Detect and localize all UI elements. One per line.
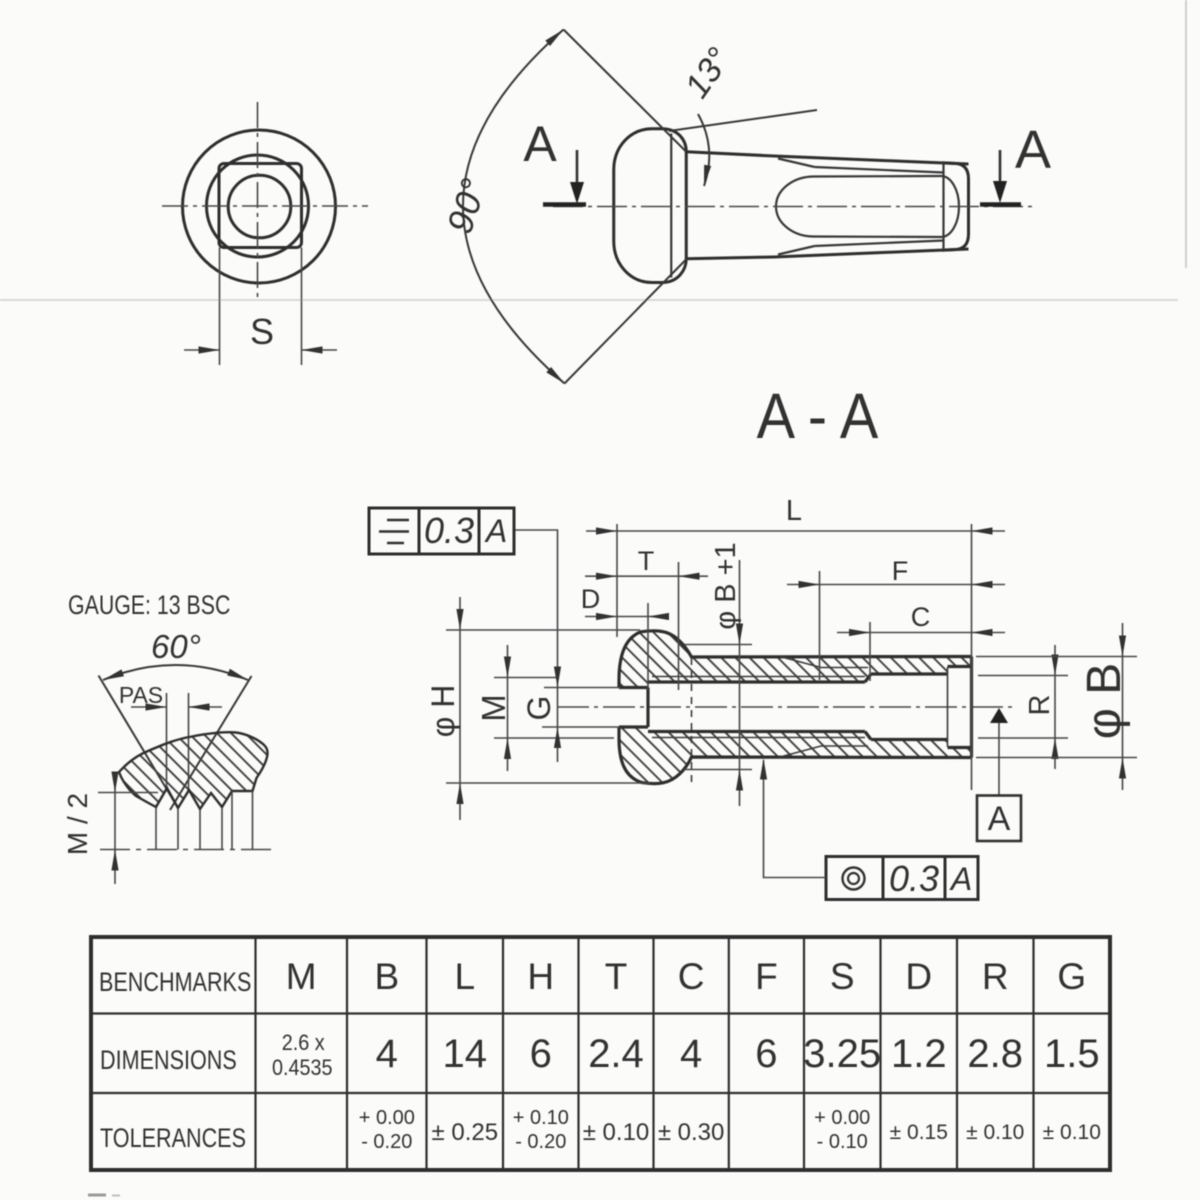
svg-text:A: A	[484, 513, 507, 549]
svg-text:F: F	[755, 956, 778, 997]
svg-text:φ H: φ H	[425, 685, 461, 738]
svg-text:6: 6	[530, 1032, 552, 1076]
svg-text:+ 0.10: + 0.10	[513, 1107, 569, 1129]
svg-text:R: R	[1024, 695, 1056, 716]
svg-text:A: A	[1015, 120, 1051, 180]
svg-text:2.4: 2.4	[588, 1032, 644, 1076]
svg-text:BENCHMARKS: BENCHMARKS	[99, 968, 251, 998]
svg-text:TOLERANCES: TOLERANCES	[100, 1124, 246, 1154]
svg-text:1.5: 1.5	[1044, 1032, 1100, 1076]
svg-text:DIMENSIONS: DIMENSIONS	[100, 1046, 237, 1076]
svg-text:+ 0.00: + 0.00	[359, 1107, 415, 1129]
svg-text:4: 4	[680, 1032, 702, 1076]
svg-text:6: 6	[755, 1032, 777, 1076]
svg-text:PAS: PAS	[119, 682, 163, 708]
svg-text:C: C	[678, 956, 705, 997]
svg-text:T: T	[638, 546, 655, 576]
svg-text:± 0.30: ± 0.30	[658, 1119, 725, 1146]
svg-text:± 0.15: ± 0.15	[890, 1121, 948, 1144]
svg-text:R: R	[982, 956, 1009, 997]
svg-text:2.8: 2.8	[967, 1032, 1023, 1076]
svg-text:G: G	[1057, 956, 1086, 997]
svg-text:G: G	[521, 696, 557, 721]
svg-text:GAUGE: 13 BSC: GAUGE: 13 BSC	[68, 591, 230, 621]
svg-text:L: L	[455, 956, 476, 997]
svg-text:H: H	[527, 956, 554, 997]
svg-text:F: F	[892, 556, 909, 586]
svg-text:S: S	[830, 956, 855, 997]
svg-text:A - A: A - A	[757, 380, 879, 451]
svg-text:M / 2: M / 2	[62, 793, 93, 855]
svg-text:± 0.10: ± 0.10	[966, 1121, 1024, 1144]
svg-text:± 0.10: ± 0.10	[583, 1119, 650, 1146]
svg-text:D: D	[581, 584, 601, 614]
svg-text:φ B +1: φ B +1	[710, 542, 742, 629]
svg-text:D: D	[905, 956, 932, 997]
svg-text:A: A	[949, 861, 972, 897]
svg-text:± 0.25: ± 0.25	[432, 1119, 499, 1146]
svg-text:- 0.10: - 0.10	[817, 1131, 868, 1153]
svg-text:A: A	[523, 116, 557, 172]
svg-text:60°: 60°	[151, 628, 201, 665]
svg-text:C: C	[911, 602, 931, 632]
svg-text:A: A	[988, 800, 1011, 838]
svg-text:M: M	[286, 956, 317, 997]
svg-text:3.25: 3.25	[803, 1032, 881, 1076]
svg-text:2.6 x: 2.6 x	[282, 1031, 325, 1055]
svg-text:± 0.10: ± 0.10	[1043, 1121, 1101, 1144]
svg-text:4: 4	[376, 1032, 398, 1076]
svg-text:0.3: 0.3	[424, 510, 474, 551]
svg-text:S: S	[250, 311, 274, 352]
svg-text:0.4535: 0.4535	[272, 1056, 333, 1080]
svg-text:+ 0.00: + 0.00	[814, 1107, 870, 1129]
svg-text:B: B	[374, 956, 399, 997]
svg-text:- 0.20: - 0.20	[361, 1131, 412, 1153]
svg-text:M: M	[475, 694, 512, 722]
svg-text:14: 14	[443, 1032, 488, 1076]
svg-text:φ B: φ B	[1078, 663, 1131, 739]
svg-text:- 0.20: - 0.20	[515, 1131, 566, 1153]
svg-text:T: T	[605, 956, 628, 997]
svg-text:1.2: 1.2	[891, 1032, 947, 1076]
svg-text:L: L	[786, 495, 802, 527]
svg-text:0.3: 0.3	[889, 858, 939, 899]
